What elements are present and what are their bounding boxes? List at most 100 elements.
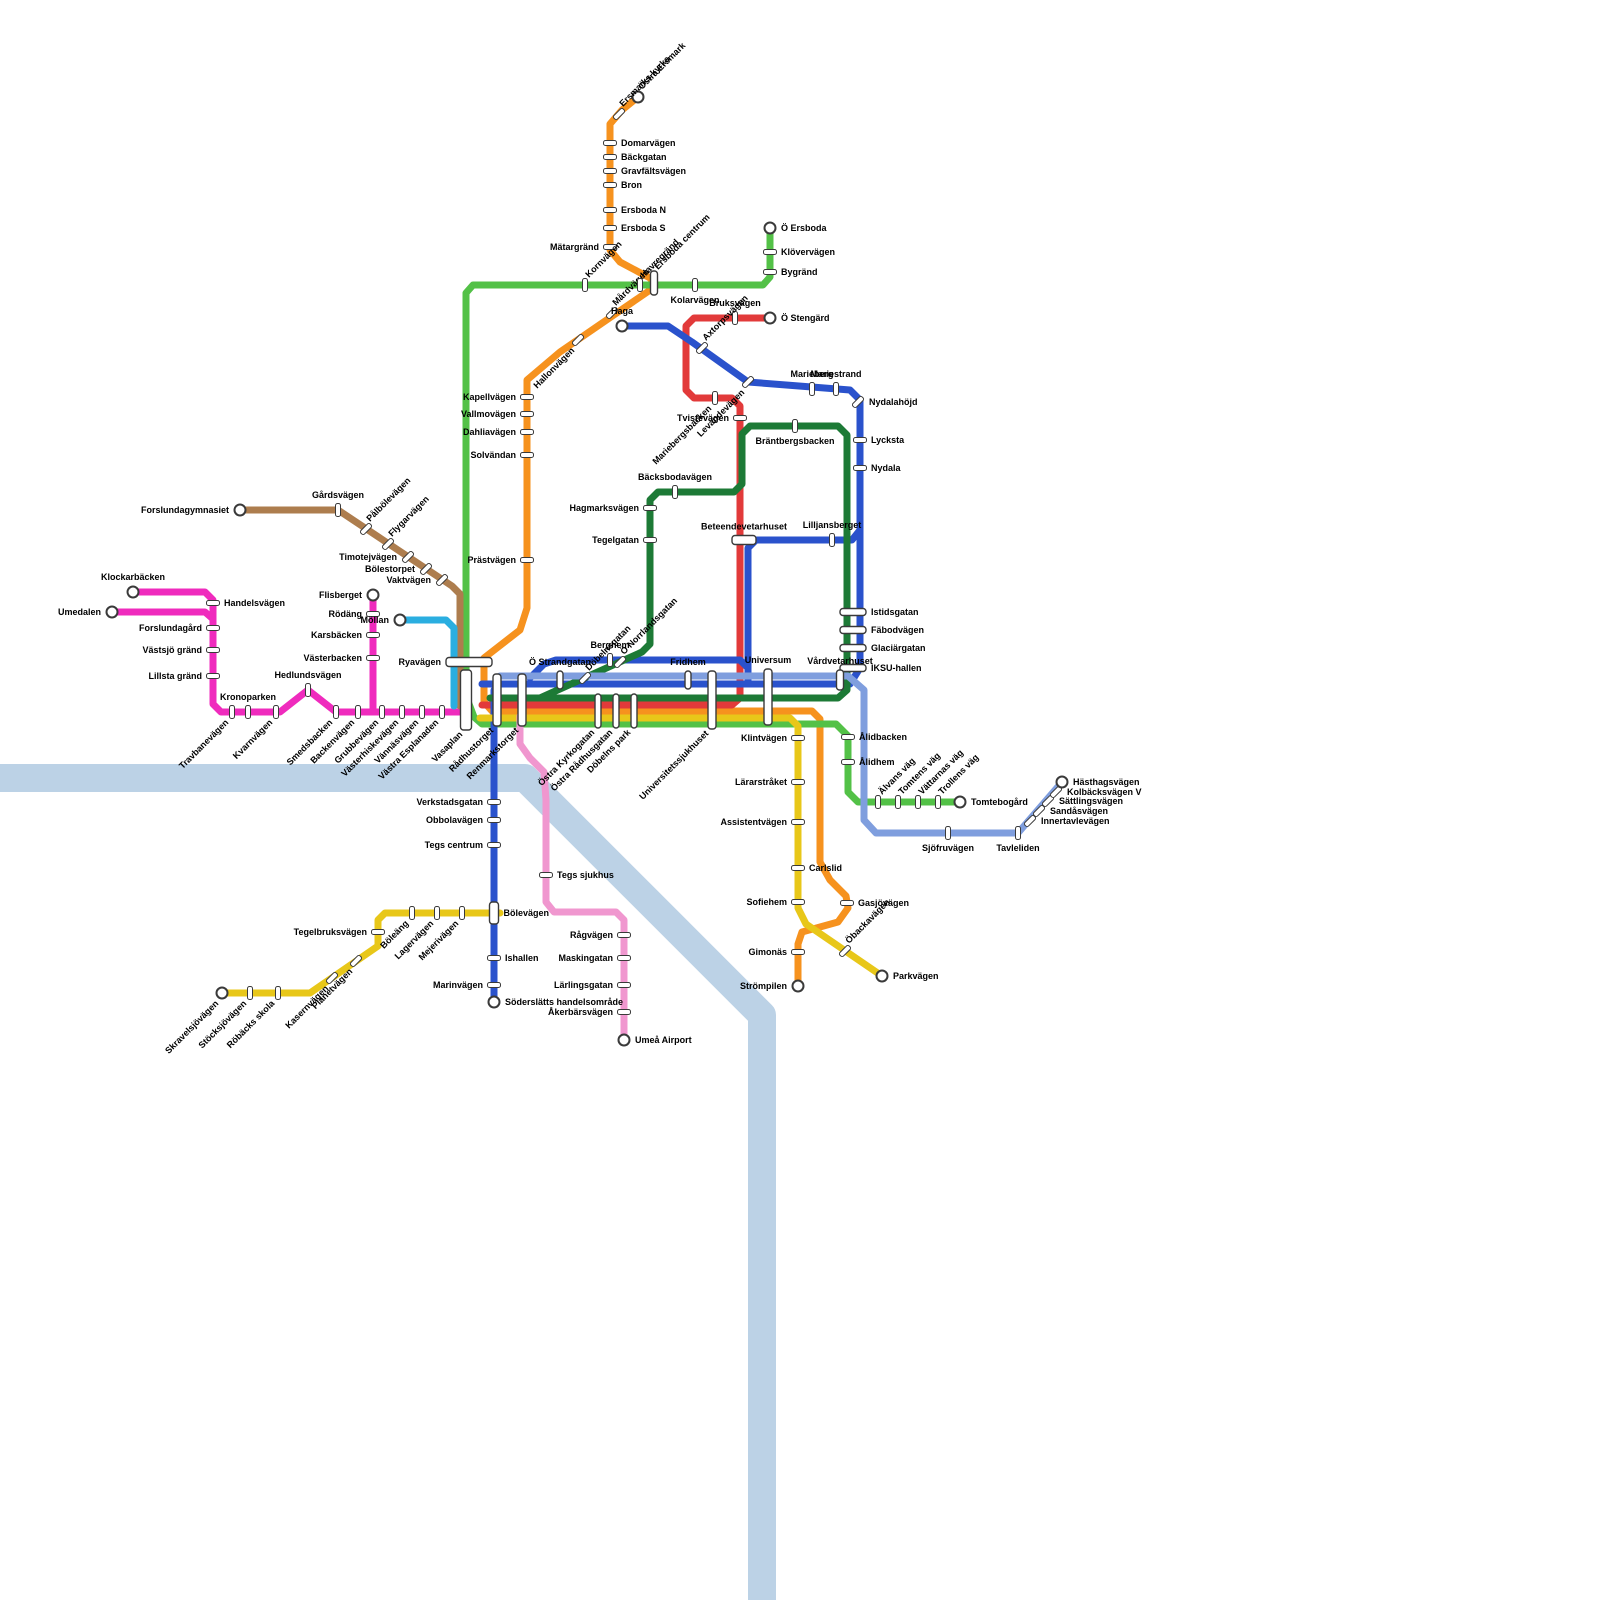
station-obbolavägen[interactable]: Obbolavägen (426, 815, 501, 825)
station-timotejvägen[interactable]: Timotejvägen (339, 550, 415, 564)
stop-marker[interactable] (439, 705, 445, 719)
stop-marker[interactable] (733, 415, 747, 421)
station-vaktvägen[interactable]: Vaktvägen (386, 573, 449, 587)
station-ålidbacken[interactable]: Ålidbacken (841, 732, 908, 742)
station-tavleliden[interactable]: Tavleliden (996, 826, 1040, 854)
terminus-marker[interactable] (953, 795, 967, 809)
stop-marker[interactable] (273, 705, 279, 719)
stop-marker[interactable] (613, 655, 627, 669)
stop-marker[interactable] (419, 705, 425, 719)
stop-marker[interactable] (603, 168, 617, 174)
stop-marker[interactable] (603, 225, 617, 231)
station-gravfältsvägen[interactable]: Gravfältsvägen (603, 166, 687, 176)
terminus-marker[interactable] (875, 969, 889, 983)
stop-marker[interactable] (419, 562, 433, 576)
stop-marker[interactable] (206, 625, 220, 631)
stop-marker[interactable] (206, 673, 220, 679)
stop-marker[interactable] (520, 394, 534, 400)
terminus-marker[interactable] (126, 585, 140, 599)
stop-marker[interactable] (833, 382, 839, 396)
station-västerbacken[interactable]: Västerbacken (303, 653, 380, 663)
station-klockarbäcken[interactable]: Klockarbäcken (101, 572, 165, 599)
stop-marker[interactable] (603, 140, 617, 146)
terminus-marker[interactable] (393, 613, 407, 627)
station-marinvägen[interactable]: Marinvägen (433, 980, 501, 990)
stop-marker[interactable] (434, 906, 440, 920)
interchange-marker[interactable] (649, 270, 659, 296)
interchange-marker[interactable] (839, 625, 867, 635)
station-gimonäs[interactable]: Gimonäs (748, 947, 805, 957)
stop-marker[interactable] (459, 906, 465, 920)
station-tegelbruksvägen[interactable]: Tegelbruksvägen (294, 927, 385, 937)
terminus-marker[interactable] (617, 1033, 631, 1047)
station-möllan[interactable]: Möllan (361, 613, 407, 627)
station-klövervägen[interactable]: Klövervägen (763, 247, 836, 257)
station-sjöfruvägen[interactable]: Sjöfruvägen (922, 826, 974, 854)
stop-marker[interactable] (741, 375, 755, 389)
stop-marker[interactable] (401, 550, 415, 564)
station-ålidhem[interactable]: Ålidhem (841, 757, 895, 767)
station-parkvägen[interactable]: Parkvägen (875, 969, 939, 983)
station-ö-stengärd[interactable]: Ö Stengärd (763, 311, 830, 325)
stop-marker[interactable] (617, 955, 631, 961)
station-tegs-centrum[interactable]: Tegs centrum (425, 840, 501, 850)
station-västsjö-gränd[interactable]: Västsjö gränd (142, 645, 220, 655)
station-åkerbärsvägen[interactable]: Åkerbärsvägen (548, 1007, 631, 1017)
stop-marker[interactable] (229, 705, 235, 719)
station-fridhem[interactable]: Fridhem (670, 657, 706, 690)
station-tegelgatan[interactable]: Tegelgatan (592, 535, 657, 545)
station-kapellvägen[interactable]: Kapellvägen (463, 392, 534, 402)
station-ishallen[interactable]: Ishallen (487, 953, 539, 963)
stop-marker[interactable] (945, 826, 951, 840)
station-fäbodvägen[interactable]: Fäbodvägen (839, 625, 924, 635)
terminus-marker[interactable] (631, 90, 645, 104)
stop-marker[interactable] (603, 244, 617, 250)
stop-marker[interactable] (853, 465, 867, 471)
stop-marker[interactable] (571, 333, 585, 347)
station-bölevägen[interactable]: Bölevägen (488, 901, 550, 925)
stop-marker[interactable] (791, 819, 805, 825)
stop-marker[interactable] (333, 705, 339, 719)
stop-marker[interactable] (763, 269, 777, 275)
stop-marker[interactable] (605, 306, 619, 320)
terminus-marker[interactable] (763, 311, 777, 325)
station-hedlundsvägen[interactable]: Hedlundsvägen (274, 670, 342, 697)
stop-marker[interactable] (607, 653, 613, 667)
station-glaciärgatan[interactable]: Glaciärgatan (839, 643, 926, 653)
interchange-marker[interactable] (839, 607, 867, 617)
interchange-marker[interactable] (835, 669, 845, 691)
stop-marker[interactable] (791, 899, 805, 905)
stop-marker[interactable] (643, 505, 657, 511)
station-planetvägen[interactable]: Planetvägen (310, 954, 363, 1011)
interchange-marker[interactable] (594, 693, 602, 729)
station-lärlingsgatan[interactable]: Lärlingsgatan (554, 980, 631, 990)
station-istidsgatan[interactable]: Istidsgatan (839, 607, 919, 617)
station-hallonvägen[interactable]: Hallonvägen (532, 333, 585, 391)
stop-marker[interactable] (791, 735, 805, 741)
station-nydala[interactable]: Nydala (853, 463, 902, 473)
stop-marker[interactable] (520, 411, 534, 417)
station-mariestrand[interactable]: Mariestrand (810, 369, 862, 396)
terminus-marker[interactable] (105, 605, 119, 619)
stop-marker[interactable] (435, 573, 449, 587)
station-carlslid[interactable]: Carlslid (791, 863, 843, 873)
stop-marker[interactable] (841, 734, 855, 740)
station-lilljansberget[interactable]: Lilljansberget (803, 520, 862, 547)
interchange-marker[interactable] (556, 670, 564, 690)
station-verkstadsgatan[interactable]: Verkstadsgatan (416, 797, 501, 807)
terminus-marker[interactable] (1055, 775, 1069, 789)
station-lycksta[interactable]: Lycksta (853, 435, 906, 445)
stop-marker[interactable] (578, 671, 592, 685)
interchange-marker[interactable] (731, 534, 757, 546)
stop-marker[interactable] (603, 182, 617, 188)
terminus-marker[interactable] (615, 319, 629, 333)
stop-marker[interactable] (838, 944, 852, 958)
station-hagmarksvägen[interactable]: Hagmarksvägen (569, 503, 657, 513)
interchange-marker[interactable] (492, 673, 502, 727)
stop-marker[interactable] (206, 600, 220, 606)
stop-marker[interactable] (612, 107, 626, 121)
interchange-marker[interactable] (445, 656, 493, 668)
station-bräntbergsbacken[interactable]: Bräntbergsbacken (755, 419, 835, 447)
interchange-marker[interactable] (488, 901, 500, 925)
station-kolarvägen[interactable]: Kolarvägen (670, 278, 720, 306)
